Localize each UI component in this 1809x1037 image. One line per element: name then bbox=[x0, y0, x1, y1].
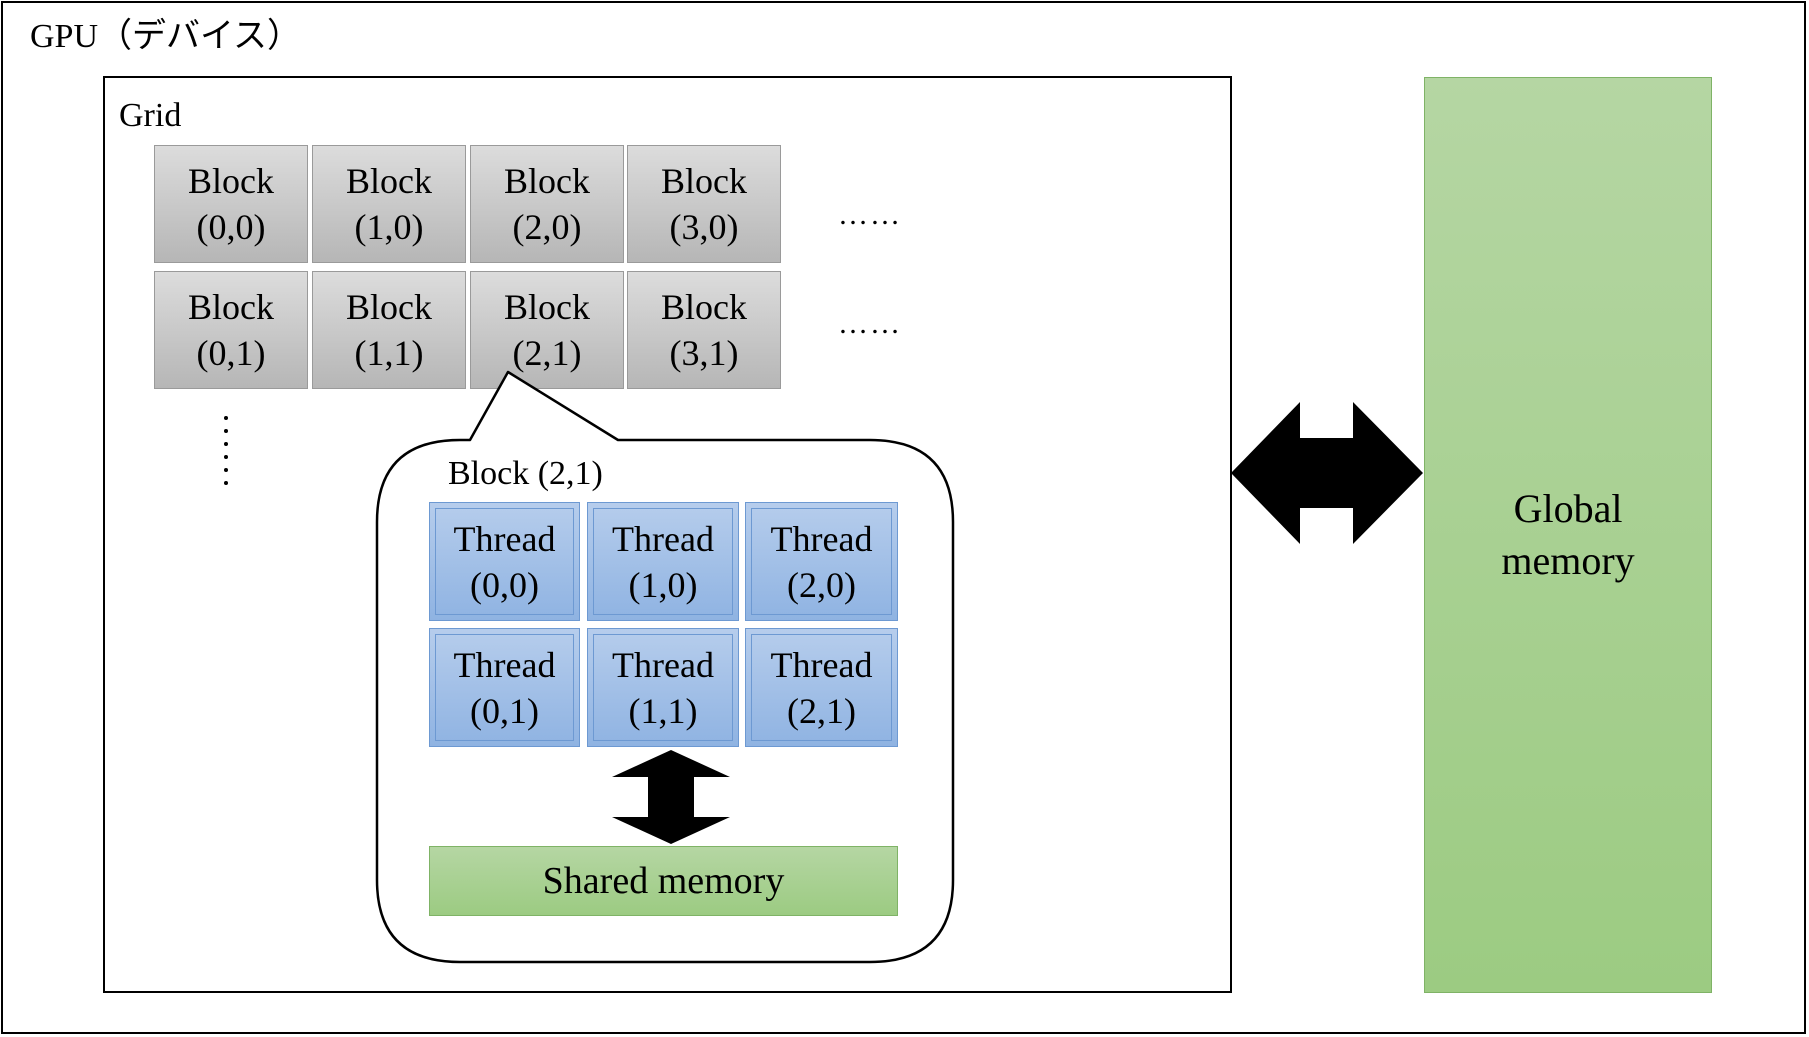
callout-title: Block (2,1) bbox=[448, 455, 603, 492]
block-index: (2,0) bbox=[512, 207, 582, 247]
block-label: Block bbox=[346, 161, 432, 201]
global-memory: Global memory bbox=[1424, 77, 1712, 993]
thread-index: (1,0) bbox=[628, 564, 698, 605]
row-0-ellipsis: …… bbox=[838, 198, 902, 231]
thread-label: Thread bbox=[612, 518, 714, 559]
thread-1-0: Thread (1,0) bbox=[587, 502, 739, 621]
thread-2-0: Thread (2,0) bbox=[745, 502, 898, 621]
block-index: (0,1) bbox=[196, 333, 266, 373]
block-2-1: Block (2,1) bbox=[470, 271, 624, 389]
thread-label: Thread bbox=[770, 518, 873, 559]
thread-label: Thread bbox=[453, 518, 556, 559]
block-label: Block bbox=[504, 287, 590, 327]
double-arrow-vertical-icon bbox=[612, 750, 730, 844]
block-index: (2,1) bbox=[512, 333, 582, 373]
block-label: Block bbox=[346, 287, 432, 327]
block-index: (1,1) bbox=[354, 333, 424, 373]
thread-2-1: Thread (2,1) bbox=[745, 628, 898, 747]
row-1-ellipsis: …… bbox=[838, 307, 902, 340]
thread-index: (0,0) bbox=[470, 564, 539, 605]
block-1-1: Block (1,1) bbox=[312, 271, 466, 389]
block-label: Block bbox=[188, 161, 274, 201]
block-label: Block bbox=[661, 287, 747, 327]
thread-index: (2,0) bbox=[787, 564, 856, 605]
grid-frame bbox=[103, 76, 1232, 993]
global-memory-line2: memory bbox=[1501, 538, 1635, 583]
thread-label: Thread bbox=[770, 644, 873, 685]
thread-index: (0,1) bbox=[470, 690, 539, 731]
column-ellipsis bbox=[224, 416, 228, 485]
block-0-1: Block (0,1) bbox=[154, 271, 308, 389]
block-index: (3,1) bbox=[669, 333, 739, 373]
block-index: (1,0) bbox=[354, 207, 424, 247]
thread-0-1: Thread (0,1) bbox=[429, 628, 580, 747]
block-3-1: Block (3,1) bbox=[627, 271, 781, 389]
thread-index: (1,1) bbox=[628, 690, 698, 731]
global-memory-line1: Global bbox=[1513, 486, 1623, 531]
thread-label: Thread bbox=[612, 644, 714, 685]
grid-title: Grid bbox=[119, 97, 182, 134]
block-label: Block bbox=[661, 161, 747, 201]
double-arrow-horizontal-icon bbox=[1231, 402, 1423, 544]
block-index: (3,0) bbox=[669, 207, 739, 247]
shared-memory: Shared memory bbox=[429, 846, 898, 916]
block-label: Block bbox=[504, 161, 590, 201]
block-2-0: Block (2,0) bbox=[470, 145, 624, 263]
block-label: Block bbox=[188, 287, 274, 327]
thread-1-1: Thread (1,1) bbox=[587, 628, 739, 747]
thread-index: (2,1) bbox=[787, 690, 856, 731]
block-0-0: Block (0,0) bbox=[154, 145, 308, 263]
gpu-title: GPU（デバイス） bbox=[30, 18, 301, 55]
thread-0-0: Thread (0,0) bbox=[429, 502, 580, 621]
thread-label: Thread bbox=[453, 644, 556, 685]
block-1-0: Block (1,0) bbox=[312, 145, 466, 263]
block-3-0: Block (3,0) bbox=[627, 145, 781, 263]
block-index: (0,0) bbox=[196, 207, 266, 247]
